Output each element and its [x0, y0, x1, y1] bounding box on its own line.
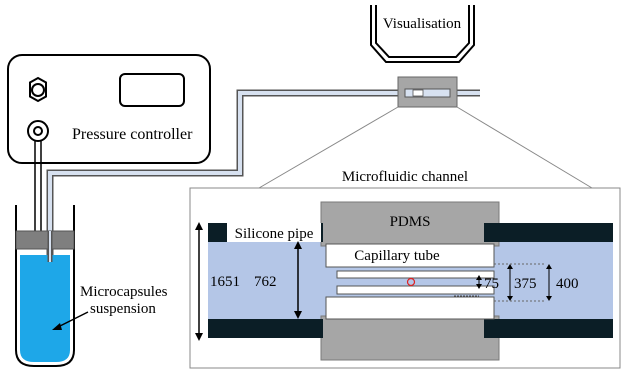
silicone-pipe-bottom-right [484, 319, 613, 338]
chip-small [397, 76, 458, 108]
display-screen [119, 73, 185, 107]
capillary-tube-label: Capillary tube [354, 248, 440, 264]
dim-capillary-outer: 400 [556, 276, 579, 292]
pdms-block-bottom [320, 315, 500, 361]
pdms-block-top [320, 201, 500, 247]
pressure-controller-label: Pressure controller [72, 126, 193, 143]
dimension-400 [546, 264, 552, 301]
dim-outer-diameter: 1651 [210, 274, 240, 290]
channel-cross-section: PDMS Silicone pipe Capillary tube [208, 201, 613, 361]
microcapsules-label-line2: suspension [90, 301, 156, 317]
capillary-wall-top [325, 243, 495, 268]
capillary-wall-bottom-thin [336, 285, 495, 295]
dim-pipe-inner: 762 [254, 274, 277, 290]
silicone-pipe-top-right [484, 223, 613, 242]
reservoir-cap [15, 230, 75, 250]
silicone-pipe-label: Silicone pipe [235, 226, 314, 242]
dim-capillary-inner: 375 [514, 276, 537, 292]
microfluidic-channel-label: Microfluidic channel [342, 169, 468, 185]
silicone-pipe-bottom-left [208, 319, 323, 338]
pdms-label: PDMS [390, 214, 431, 230]
visualisation-objective: Visualisation [370, 5, 475, 63]
pressure-line [34, 141, 42, 232]
microcapsule [406, 277, 416, 287]
dimension-1651 [195, 222, 203, 341]
zoom-lines [258, 106, 593, 189]
capillary-wall-top-thin [336, 270, 495, 279]
dimension-375 [494, 263, 546, 302]
reservoir-tube [15, 205, 75, 367]
dim-channel: 75 [484, 276, 499, 292]
microcapsules-arrow [52, 311, 89, 330]
dimension-75 [454, 275, 482, 297]
visualisation-label: Visualisation [383, 16, 462, 32]
pressure-controller: Pressure controller [7, 54, 211, 164]
dimension-762 [294, 241, 302, 319]
microcapsules-label-line1: Microcapsules [80, 284, 168, 300]
outlet-tube [46, 89, 480, 260]
capillary-wall-bottom [325, 296, 495, 320]
